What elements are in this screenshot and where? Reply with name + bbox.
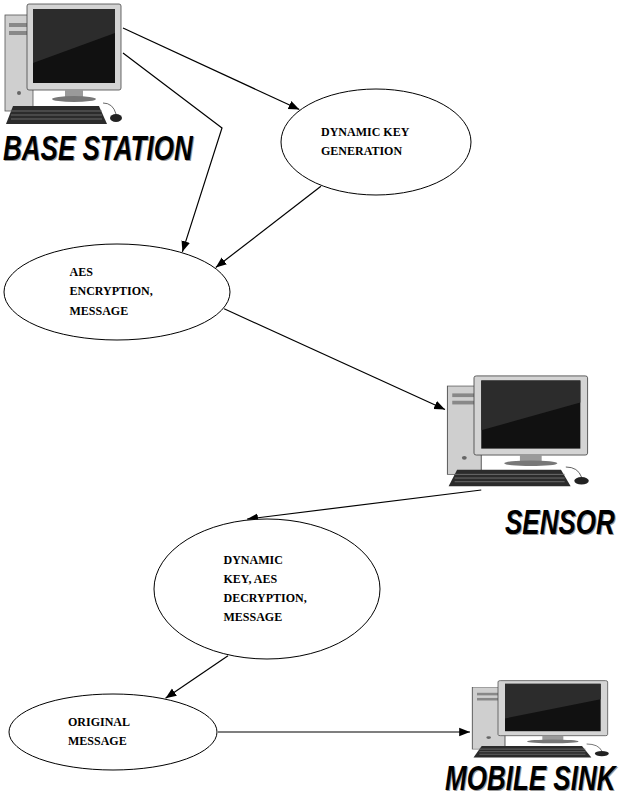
- node-label: BASE STATION: [3, 130, 193, 179]
- process-text: DYNAMIC KEY GENERATION: [321, 123, 431, 161]
- monitor-bezel: [474, 376, 588, 455]
- mouse: [110, 114, 122, 122]
- flow-arrow: [224, 309, 445, 410]
- flow-arrow: [216, 186, 321, 267]
- drive-slot: [477, 698, 500, 701]
- flow-arrow: [247, 490, 481, 519]
- computer-node: MOBILE SINK: [445, 680, 615, 796]
- mouse: [595, 751, 609, 756]
- monitor-screen: [481, 381, 580, 449]
- screen-shine: [481, 381, 580, 431]
- keyboard-keys: [479, 751, 585, 752]
- process-ellipse: DYNAMIC KEY, AES DECRYPTION, MESSAGE: [153, 518, 381, 660]
- keyboard-keys: [455, 474, 565, 475]
- computer-icon: [470, 680, 610, 760]
- keyboard-keys: [11, 115, 102, 116]
- drive-slot: [9, 23, 29, 27]
- keyboard-keys: [11, 111, 102, 112]
- power-button: [17, 91, 21, 95]
- keyboard-keys: [479, 749, 585, 750]
- process-text: DYNAMIC KEY, AES DECRYPTION, MESSAGE: [224, 551, 311, 628]
- drive-slot: [452, 401, 476, 405]
- flow-arrow: [166, 656, 229, 699]
- drive-slot: [477, 693, 500, 696]
- computer-node: BASE STATION: [3, 3, 193, 166]
- process-text: ORIGINAL MESSAGE: [68, 713, 158, 751]
- power-button: [462, 456, 467, 460]
- mouse-cord: [103, 103, 116, 114]
- computer-icon: [445, 375, 590, 490]
- monitor-bezel: [498, 681, 608, 736]
- monitor-stand: [65, 90, 83, 97]
- monitor-screen: [33, 9, 115, 83]
- monitor-stand: [520, 455, 542, 461]
- computer-node: SENSOR: [445, 375, 615, 540]
- drive-slot: [9, 31, 29, 35]
- node-label: SENSOR: [505, 504, 615, 553]
- screen-shine: [505, 684, 601, 719]
- keyboard-keys: [479, 754, 585, 755]
- ellipse-outline: [8, 693, 218, 771]
- monitor-screen: [505, 684, 601, 731]
- mouse-cord: [587, 744, 602, 751]
- mouse-cord: [566, 467, 582, 477]
- node-label: MOBILE SINK: [445, 760, 615, 803]
- screen-shine: [33, 9, 115, 63]
- ellipse-outline: [280, 88, 472, 196]
- monitor-stand: [542, 736, 563, 740]
- process-text: AES ENCRYPTION, MESSAGE: [70, 263, 165, 321]
- keyboard-keys: [455, 481, 565, 482]
- monitor-bezel: [27, 4, 121, 90]
- keyboard: [6, 106, 107, 124]
- computer-icon: [3, 3, 123, 128]
- keyboard-keys: [11, 119, 102, 120]
- monitor-base: [52, 96, 96, 102]
- keyboard-keys: [455, 478, 565, 479]
- process-ellipse: DYNAMIC KEY GENERATION: [280, 88, 472, 196]
- keyboard: [449, 470, 571, 487]
- flow-arrow: [123, 28, 299, 110]
- ellipse-shape: [9, 694, 217, 770]
- ellipse-outline: [153, 518, 381, 660]
- keyboard: [474, 746, 592, 758]
- process-ellipse: AES ENCRYPTION, MESSAGE: [3, 243, 231, 341]
- ellipse-shape: [4, 244, 230, 340]
- ellipse-shape: [154, 519, 380, 659]
- drive-slot: [452, 393, 476, 397]
- power-button: [486, 736, 491, 739]
- mouse: [574, 477, 589, 484]
- process-ellipse: ORIGINAL MESSAGE: [8, 693, 218, 771]
- monitor-base: [527, 740, 578, 744]
- ellipse-shape: [281, 89, 471, 195]
- monitor-base: [504, 461, 557, 467]
- flow-arrow: [218, 731, 470, 732]
